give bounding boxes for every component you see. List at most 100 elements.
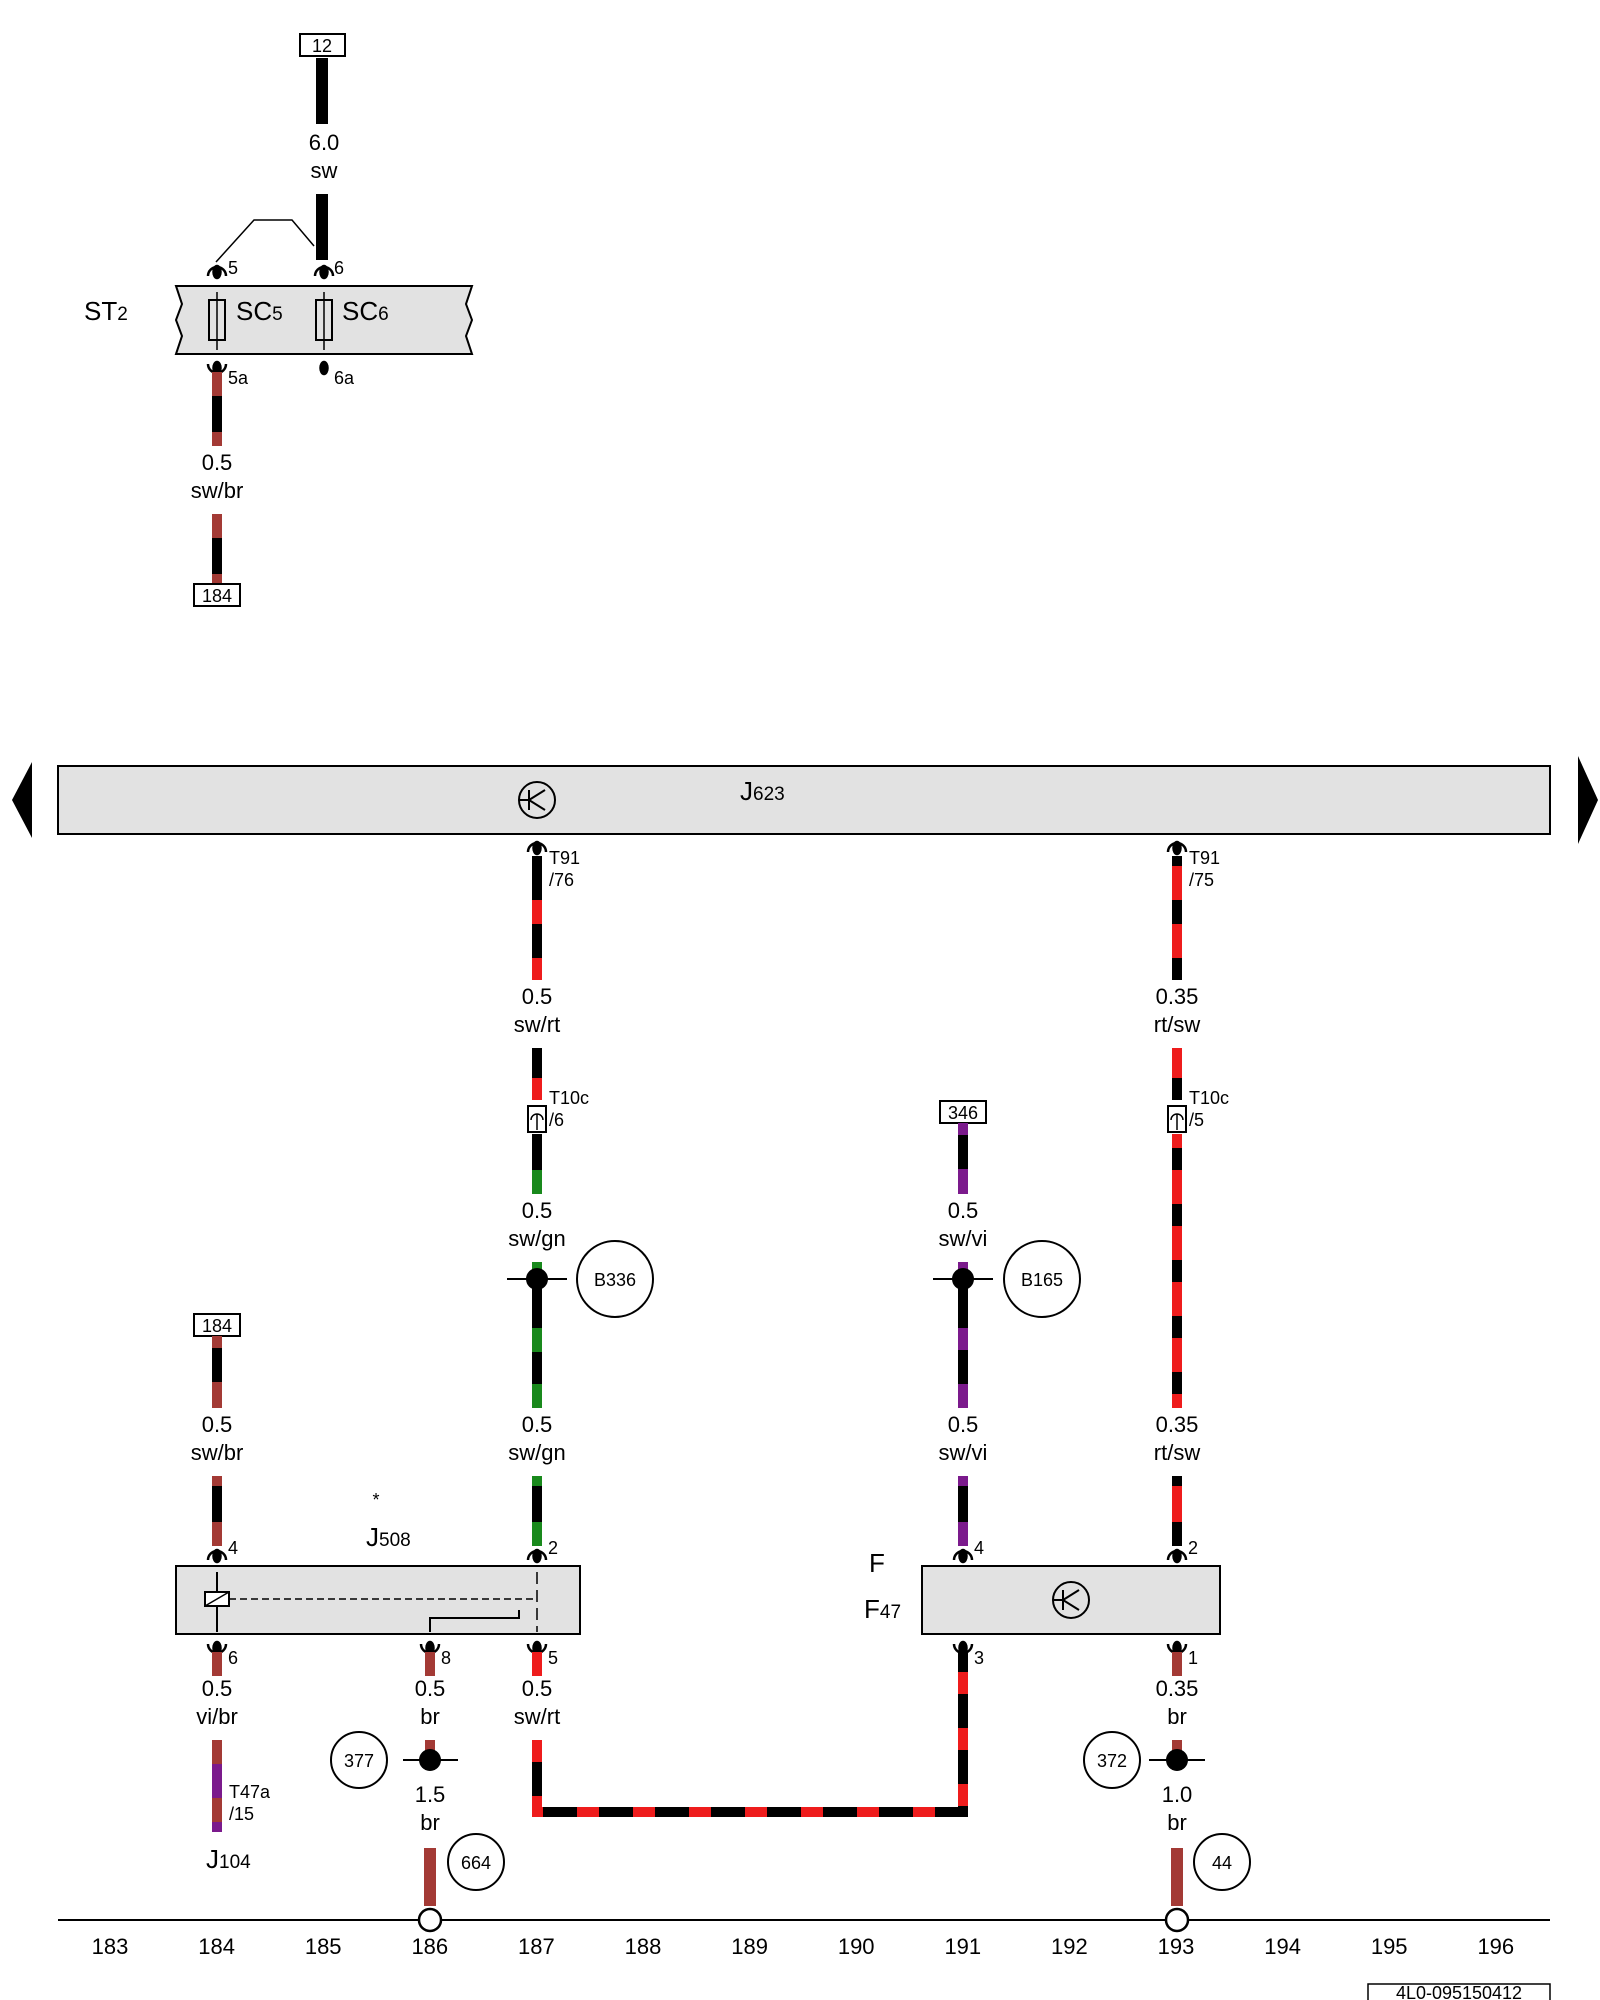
connector-pin: /15 — [229, 1804, 254, 1824]
wire-color-label: sw/rt — [514, 1012, 560, 1037]
wire-j508-pin8 — [425, 1652, 435, 1676]
relay-j508[interactable] — [175, 1565, 581, 1635]
wire-gauge-label: 0.5 — [522, 984, 553, 1009]
point-44[interactable]: 44 — [1193, 1833, 1251, 1891]
wire-gauge-label: 0.5 — [522, 1198, 553, 1223]
splice-b336[interactable] — [507, 1268, 567, 1290]
f47-label: F47 — [864, 1594, 901, 1624]
fuse-sc6-label: SC6 — [342, 296, 389, 326]
wire-t10c-5 — [1172, 1048, 1182, 1408]
scroll-right-arrow[interactable] — [1578, 756, 1598, 844]
grid-number-label: 190 — [838, 1934, 875, 1959]
wire-color-label: rt/sw — [1154, 1012, 1201, 1037]
wire-5a-to-184 — [212, 372, 222, 584]
pin-label: 4 — [228, 1538, 238, 1558]
ground-point-193[interactable] — [1164, 1907, 1190, 1933]
pin-label: 5a — [228, 368, 249, 388]
connector-pin: /5 — [1189, 1110, 1204, 1130]
wire-color-label: sw/gn — [508, 1440, 565, 1465]
point-372[interactable]: 372 — [1083, 1731, 1141, 1789]
j623-label: J623 — [740, 776, 785, 806]
wire-346 — [958, 1123, 968, 1194]
grid-number-label: 194 — [1264, 1934, 1301, 1959]
svg-text:184: 184 — [202, 1316, 232, 1336]
fuse-carrier-st2[interactable]: SC5 SC6 — [174, 285, 474, 355]
svg-text:664: 664 — [461, 1853, 491, 1873]
f-label: F — [869, 1548, 885, 1578]
grid-number-label: 191 — [944, 1934, 981, 1959]
wire-12-to-sc6 — [316, 58, 328, 260]
connector-pin: /6 — [549, 1110, 564, 1130]
pin-label: 2 — [1188, 1538, 1198, 1558]
pin-label: 1 — [1188, 1648, 1198, 1668]
wire-j104 — [212, 1740, 222, 1832]
ref-box-12[interactable]: 12 — [299, 33, 346, 57]
wire-gauge-label: 6.0 — [309, 130, 340, 155]
wire-gauge-label: 0.5 — [202, 1676, 233, 1701]
ground-point-186[interactable] — [417, 1907, 443, 1933]
pin-label: 6 — [228, 1648, 238, 1668]
pin-label: 6 — [334, 258, 344, 278]
svg-text:44: 44 — [1212, 1853, 1232, 1873]
wire-color-label: br — [1167, 1704, 1187, 1729]
pin-label: 3 — [974, 1648, 984, 1668]
relay-switch-icon — [429, 1610, 520, 1632]
wire-gauge-label: 0.35 — [1156, 1412, 1199, 1437]
wire-ground-186 — [424, 1848, 436, 1906]
j508-label: J508 — [366, 1522, 411, 1552]
connector-pin: /76 — [549, 870, 574, 890]
wire-color-label: vi/br — [196, 1704, 238, 1729]
point-377[interactable]: 377 — [330, 1731, 388, 1789]
relay-coil-icon — [204, 1572, 230, 1632]
grid-number-label: 192 — [1051, 1934, 1088, 1959]
grid-number-label: 189 — [731, 1934, 768, 1959]
wire-color-label: sw/gn — [508, 1226, 565, 1251]
sensor-f47[interactable] — [921, 1565, 1221, 1635]
connector-name: T91 — [1189, 848, 1220, 868]
document-code-box: 4L0-095150412 — [1367, 1983, 1551, 2000]
wire-gauge-label: 0.35 — [1156, 1676, 1199, 1701]
point-664[interactable]: 664 — [447, 1833, 505, 1891]
connector-t10c-5[interactable] — [1167, 1105, 1187, 1133]
wire-t10c-6 — [532, 1048, 542, 1194]
point-b336[interactable]: B336 — [576, 1240, 654, 1318]
wire-color-label: sw/vi — [939, 1440, 988, 1465]
pin-label: 5 — [548, 1648, 558, 1668]
connector-t10c-6[interactable] — [527, 1105, 547, 1133]
wire-gauge-label: 0.5 — [522, 1412, 553, 1437]
wire-gauge-label: 0.5 — [202, 1412, 233, 1437]
svg-text:B336: B336 — [594, 1270, 636, 1290]
splice-377[interactable] — [403, 1749, 458, 1771]
splice-b165[interactable] — [933, 1268, 993, 1290]
svg-text:184: 184 — [202, 586, 232, 606]
wire-color-label: sw/rt — [514, 1704, 560, 1729]
wire-f47-pin1 — [1172, 1652, 1182, 1676]
wire-184 — [212, 1336, 222, 1408]
wire-to-f47-pin2 — [1172, 1476, 1182, 1546]
ref-box-184[interactable]: 184 — [193, 583, 241, 607]
ref-box-184[interactable]: 184 — [193, 1313, 241, 1337]
wire-gauge-label: 0.5 — [522, 1676, 553, 1701]
wire-to-j508-pin4 — [212, 1476, 222, 1546]
wire-gauge-label: 1.5 — [415, 1782, 446, 1807]
bridge-line — [215, 219, 315, 263]
splice-372[interactable] — [1149, 1749, 1205, 1771]
pin-label: 8 — [441, 1648, 451, 1668]
ecu-j623[interactable]: J623 — [57, 765, 1551, 835]
wire-color-label: sw/vi — [939, 1226, 988, 1251]
connector-name: T10c — [1189, 1088, 1229, 1108]
wire-gauge-label: 0.5 — [948, 1198, 979, 1223]
point-b165[interactable]: B165 — [1003, 1240, 1081, 1318]
electronic-symbol-icon — [1052, 1581, 1090, 1619]
connector-name: T47a — [229, 1782, 271, 1802]
pin-label: 2 — [548, 1538, 558, 1558]
wire-color-label: rt/sw — [1154, 1440, 1201, 1465]
grid-number-label: 195 — [1371, 1934, 1408, 1959]
wire-gauge-label: 0.5 — [202, 450, 233, 475]
wire-color-label: br — [420, 1810, 440, 1835]
wire-color-label: br — [1167, 1810, 1187, 1835]
pin-label: 6a — [334, 368, 355, 388]
scroll-left-arrow[interactable] — [12, 762, 32, 838]
ref-box-346[interactable]: 346 — [939, 1100, 987, 1124]
